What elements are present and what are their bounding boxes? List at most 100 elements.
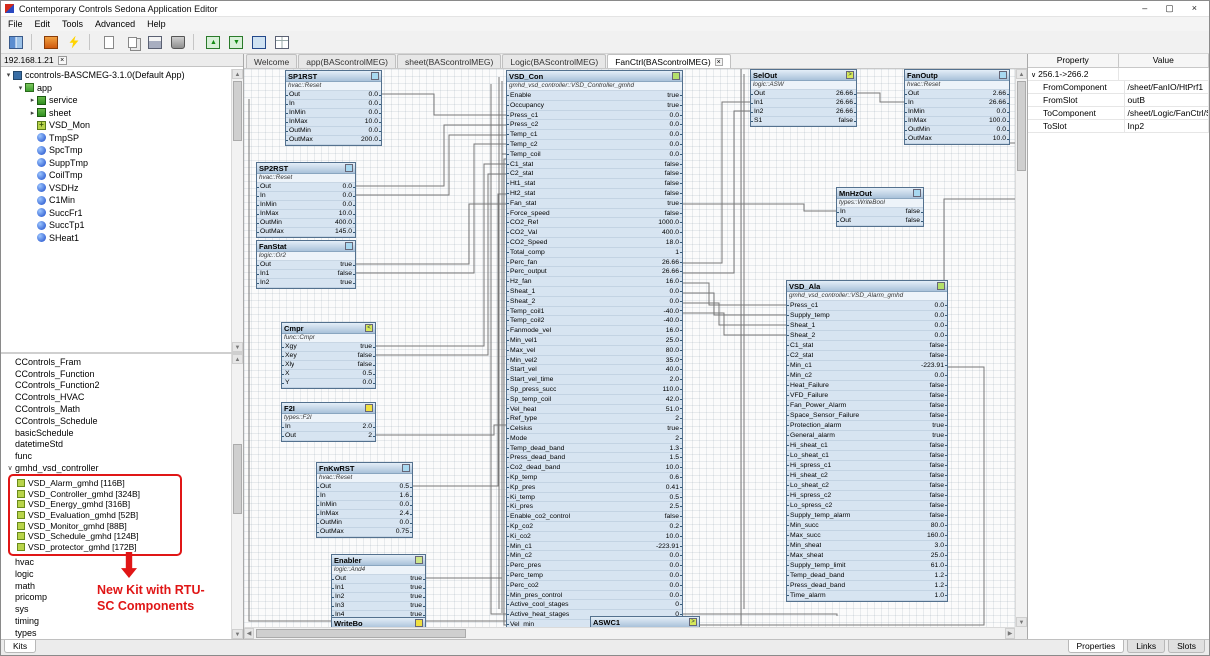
wire[interactable] [382,93,506,116]
wire[interactable] [356,124,506,187]
wire[interactable] [376,424,506,436]
minimize-button[interactable]: – [1142,3,1148,13]
block-header[interactable]: SelOut> [751,70,856,81]
block-header[interactable]: SP2RST [257,163,355,174]
expander-icon[interactable]: ∨ [1031,72,1037,79]
block-header[interactable]: FnKwRST [317,463,412,474]
block-header[interactable]: VSD_Ala [787,281,947,292]
datasheet-button[interactable] [271,32,293,52]
scroll-down-icon[interactable]: ▼ [1016,617,1027,627]
tree-item-supptmp[interactable]: SuppTmp [1,157,231,170]
menu-advanced[interactable]: Advanced [95,19,136,29]
kit-component-vsd-alarm-gmhd[interactable]: VSD_Alarm_gmhd [116B] [12,478,176,489]
tab-logic-bascontrolmeg[interactable]: Logic(BAScontrolMEG) [502,54,607,68]
block-header[interactable]: FanStat [257,241,355,252]
print-button[interactable] [144,32,166,52]
scroll-thumb[interactable] [1017,81,1026,171]
close-tab-icon[interactable]: × [714,57,723,66]
tree-scrollbar[interactable]: ▲ ▼ [231,69,243,352]
scroll-down-icon[interactable]: ▼ [232,342,243,352]
wire[interactable] [376,163,506,347]
kit-item-ccontrols-math[interactable]: CControls_Math [1,403,231,415]
block-header[interactable]: FanOutp [905,70,1009,81]
kit-component-vsd-protector-gmhd[interactable]: VSD_protector_gmhd [172B] [12,542,176,553]
menu-edit[interactable]: Edit [34,19,51,29]
wire[interactable] [683,101,750,264]
kit-item-math[interactable]: math [1,580,231,592]
kit-component-vsd-schedule-gmhd[interactable]: VSD_Schedule_gmhd [124B] [12,531,176,542]
property-row-tocomponent[interactable]: ToComponent/sheet/Logic/FanCtrl/S... [1028,107,1209,120]
tree-item-succfr1[interactable]: SuccFr1 [1,207,231,220]
kit-item-ccontrols-schedule[interactable]: CControls_Schedule [1,415,231,427]
kit-component-vsd-energy-gmhd[interactable]: VSD_Energy_gmhd [316B] [12,499,176,510]
menu-help[interactable]: Help [147,19,166,29]
tab-fanctrl-bascontrolmeg[interactable]: FanCtrl(BAScontrolMEG)× [607,54,731,68]
kit-item-ccontrols-fram[interactable]: CControls_Fram [1,356,231,368]
tree-item-ccontrols-bascmeg-3-1-0-default-app[interactable]: ▾ccontrols-BASCMEG-3.1.0(Default App) [1,69,231,82]
block-header[interactable]: SP1RST [286,71,381,82]
maximize-button[interactable]: ▢ [1165,3,1174,13]
wiresheet-view-button[interactable] [5,32,27,52]
open-app-button[interactable] [40,32,62,52]
kit-component-vsd-monitor-gmhd[interactable]: VSD_Monitor_gmhd [88B] [12,520,176,531]
tree-item-succtp1[interactable]: SuccTp1 [1,219,231,232]
wire[interactable] [857,92,904,103]
block-writebo[interactable]: WriteBo [331,617,426,627]
expander-icon[interactable]: ∨ [7,465,13,473]
connect-button[interactable] [248,32,270,52]
expander-icon[interactable]: ▸ [30,97,35,105]
kit-item-timing[interactable]: timing [1,615,231,627]
expander-icon[interactable]: ▸ [30,109,35,117]
kit-item-basicschedule[interactable]: basicSchedule [1,427,231,439]
kits-tab[interactable]: Kits [4,640,37,653]
wire[interactable] [356,143,506,274]
scroll-left-icon[interactable]: ◀ [244,628,254,639]
tree-item-app[interactable]: ▾app [1,82,231,95]
tab-slots[interactable]: Slots [1168,640,1205,653]
wire[interactable] [248,99,584,622]
scroll-up-icon[interactable]: ▲ [232,69,243,79]
download-button[interactable] [225,32,247,52]
scroll-thumb[interactable] [233,81,242,141]
wire[interactable] [376,173,506,356]
column-header-value[interactable]: Value [1119,54,1209,67]
kit-component-vsd-evaluation-gmhd[interactable]: VSD_Evaluation_gmhd [52B] [12,510,176,521]
canvas-vscrollbar[interactable]: ▲ ▼ [1015,69,1027,627]
kit-item-gmhd-vsd-controller[interactable]: ∨gmhd_vsd_controller [1,462,231,474]
kit-item-ccontrols-function2[interactable]: CControls_Function2 [1,380,231,392]
kit-item-ccontrols-function[interactable]: CControls_Function [1,368,231,380]
block-header[interactable]: MnHzOut [837,188,923,199]
scroll-thumb[interactable] [256,629,466,638]
block-aswc1[interactable]: ASWC1> [590,616,700,627]
block-header[interactable]: Enabler [332,555,425,566]
wire[interactable] [943,142,1015,280]
tree-item-vsdhz[interactable]: VSDHz [1,182,231,195]
upload-button[interactable] [202,32,224,52]
wire[interactable] [683,110,750,274]
wire[interactable] [683,203,836,212]
new-doc-button[interactable] [98,32,120,52]
kit-item-logic[interactable]: logic [1,568,231,580]
kit-item-datetimestd[interactable]: datetimeStd [1,439,231,451]
tree-item-tmpsp[interactable]: TmpSP [1,132,231,145]
tab-properties[interactable]: Properties [1067,640,1125,653]
wire[interactable] [683,312,786,336]
scroll-up-icon[interactable]: ▲ [1016,69,1027,79]
wire[interactable] [426,153,506,579]
block-header[interactable]: Cmpr< [282,323,375,334]
wire[interactable] [356,134,506,196]
scroll-down-icon[interactable]: ▼ [232,629,243,639]
link-row[interactable]: ∨256.1->266.2 [1028,68,1209,81]
kit-item-ccontrols-hvac[interactable]: CControls_HVAC [1,391,231,403]
